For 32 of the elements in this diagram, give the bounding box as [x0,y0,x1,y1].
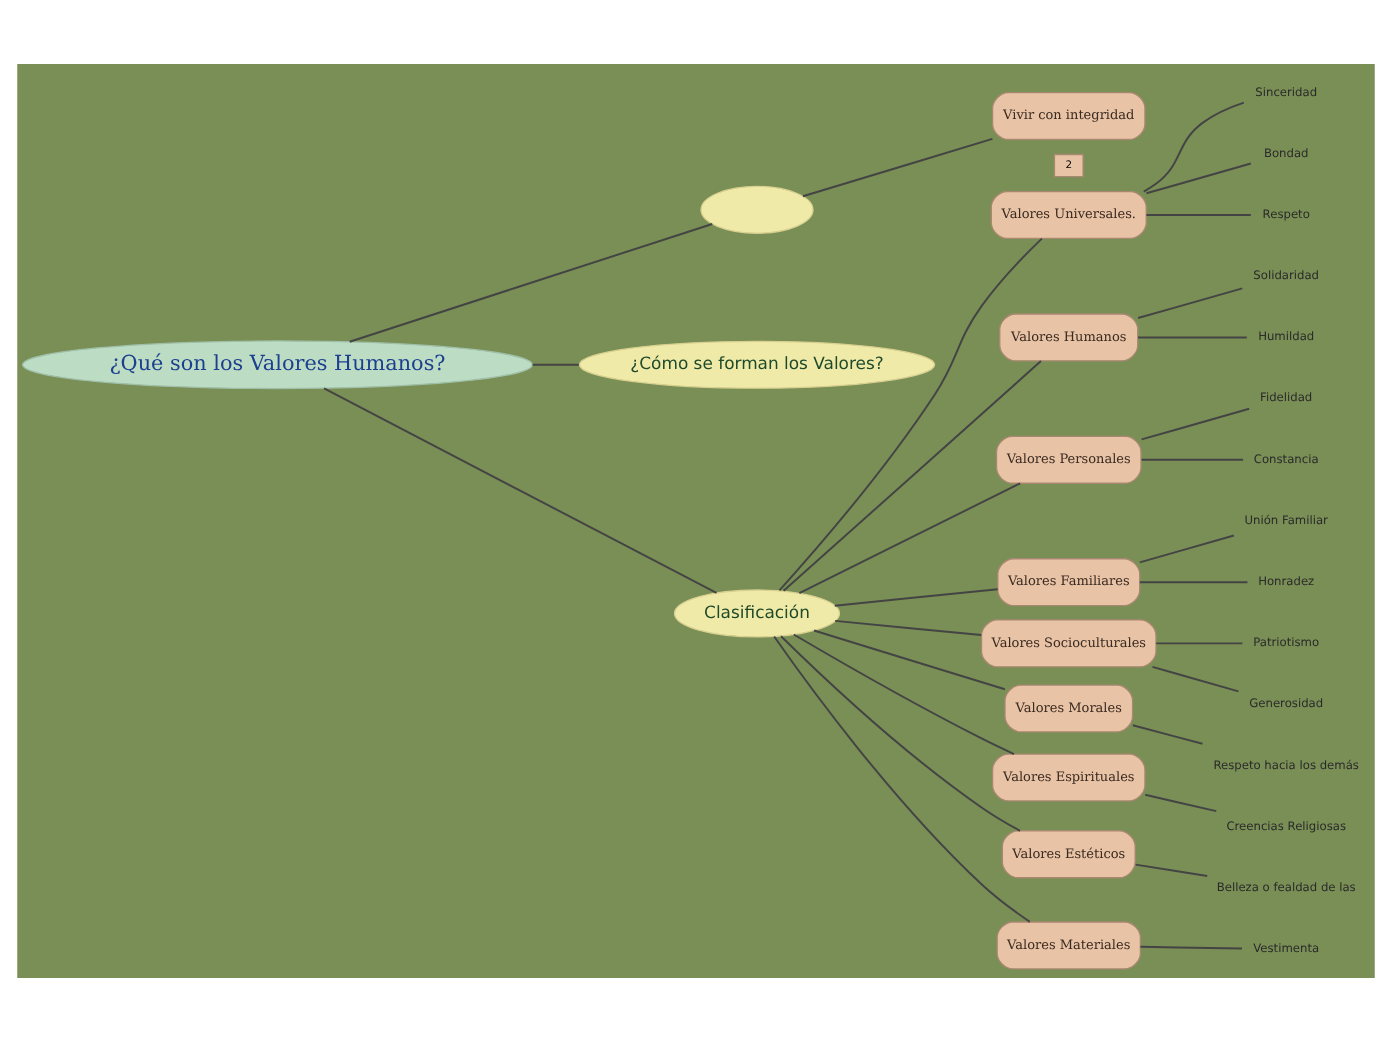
node-ellipse: ¿Qué son los Valores Humanos? [22,339,533,389]
node-ellipse: Clasificación [673,588,841,637]
connector [1140,406,1251,440]
connector [1139,944,1243,949]
connector [1145,213,1252,215]
node-ellipse: ¿Cómo se forman los Valores? [578,339,936,388]
connector [773,634,1031,922]
connector [531,362,580,365]
connector [780,634,1021,831]
connector [1138,580,1249,583]
connector [792,632,1015,754]
connector [1134,862,1209,876]
connector [834,618,983,635]
connector [812,628,1006,690]
connector [1145,161,1252,194]
connector [1137,335,1248,338]
node-ellipse [700,184,814,233]
connector [323,386,718,593]
connector [1138,533,1235,563]
connector [348,221,714,342]
connector [833,587,999,606]
connector [798,481,1022,593]
connector [782,359,1042,591]
connector [1151,664,1240,692]
connector [1142,100,1245,192]
connector [1131,723,1204,744]
connector [1137,286,1244,319]
connector [801,136,994,197]
connector [1140,457,1245,460]
connector [778,236,1043,591]
connector [1155,641,1244,644]
connector [1144,792,1218,812]
